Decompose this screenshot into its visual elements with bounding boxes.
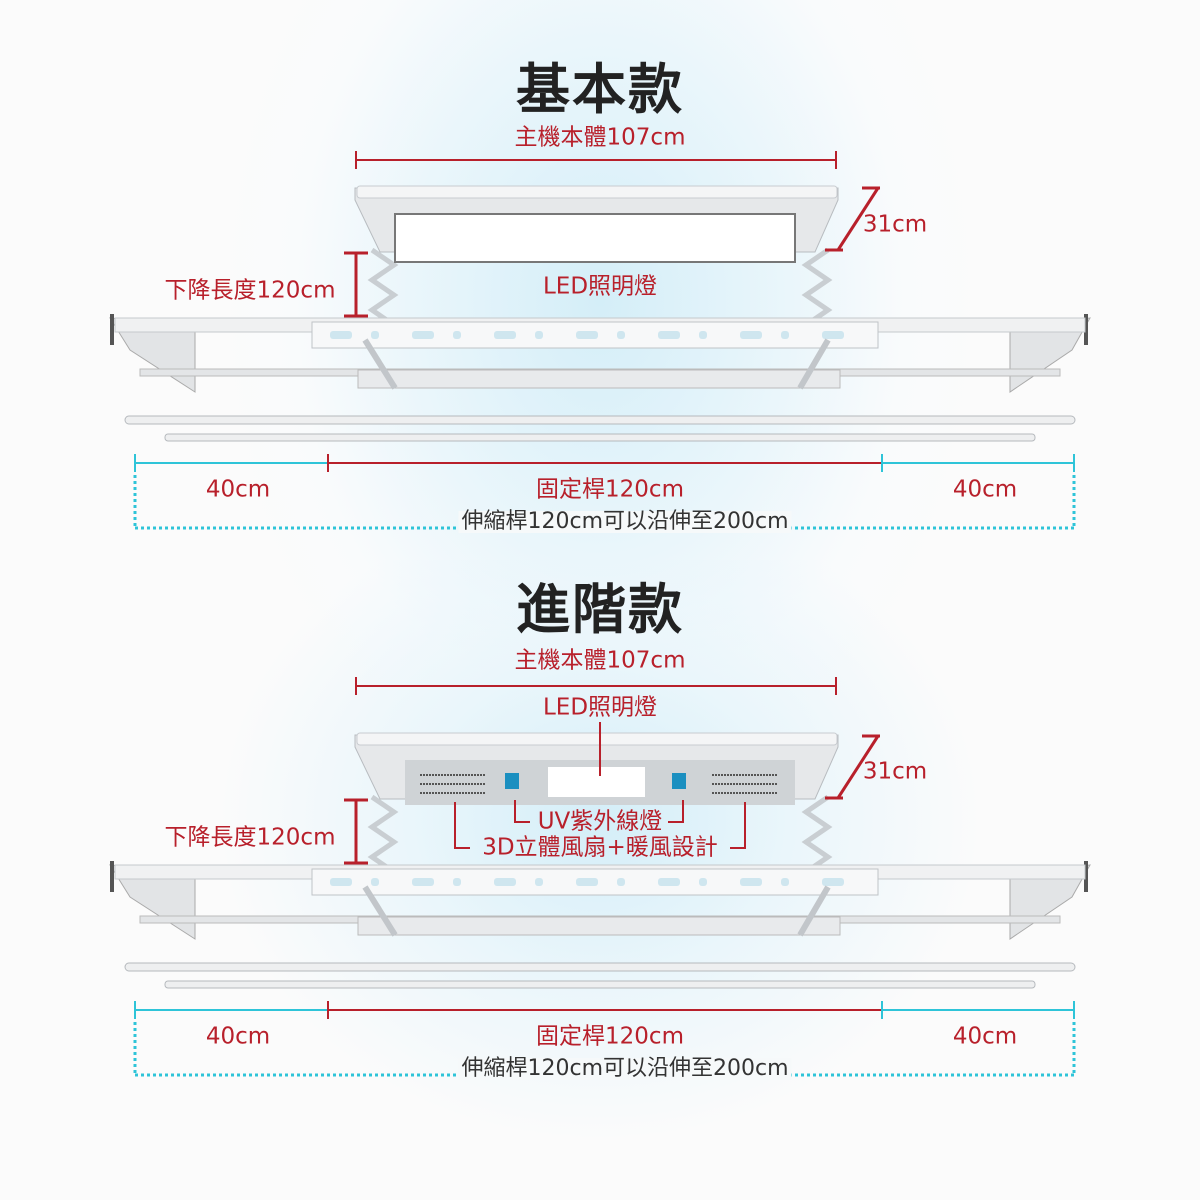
uv-lamp <box>672 773 686 789</box>
hanger-hole <box>740 878 762 886</box>
fan-heater-label: 3D立體風扇+暖風設計 <box>482 834 718 861</box>
left-extension-label: 40cm <box>205 476 271 503</box>
hanger-hole <box>330 878 352 886</box>
hanger-hole <box>576 331 598 339</box>
hanger-hole <box>453 331 461 339</box>
uv-callout <box>668 800 684 823</box>
led-label: LED照明燈 <box>542 694 658 721</box>
hanger-hole <box>576 878 598 886</box>
hanger-hole <box>412 878 434 886</box>
arm <box>362 338 398 390</box>
fan-callout <box>454 802 470 849</box>
uv-lamp <box>505 773 519 789</box>
uv-callout <box>514 800 530 823</box>
hanger-hole <box>740 331 762 339</box>
height-label: 31cm <box>862 758 928 785</box>
arm <box>362 885 398 937</box>
scissor-arm <box>367 247 399 328</box>
hanger-hole <box>494 331 516 339</box>
hanger-hole <box>617 331 625 339</box>
hanger-hole <box>781 331 789 339</box>
height-dimension <box>836 187 880 251</box>
height-dimension <box>836 735 880 799</box>
hanger-hole <box>822 331 844 339</box>
drop-length-label: 下降長度120cm <box>164 277 336 304</box>
led-panel <box>548 767 645 797</box>
main-unit-top <box>356 185 838 199</box>
right-extension-label: 40cm <box>952 1023 1018 1050</box>
left-extension-label: 40cm <box>205 1023 271 1050</box>
telescopic-rod <box>164 980 1036 989</box>
body-width-label: 主機本體107cm <box>514 647 686 674</box>
hanger-hole <box>781 878 789 886</box>
scissor-arm <box>801 247 833 328</box>
hanger-hole <box>412 331 434 339</box>
scissor-arm <box>367 794 399 875</box>
hanger-hole <box>371 878 379 886</box>
scissor-arm <box>801 794 833 875</box>
hanger-hole <box>535 331 543 339</box>
telescopic-rod-label: 伸縮桿120cm可以沿伸至200cm <box>458 511 792 533</box>
body-width-label: 主機本體107cm <box>514 124 686 151</box>
main-unit-top <box>356 732 838 746</box>
led-label: LED照明燈 <box>542 273 658 300</box>
arm <box>797 885 831 937</box>
telescopic-rod <box>124 962 1076 972</box>
hanger-hole <box>699 331 707 339</box>
hanger-hole <box>822 878 844 886</box>
telescopic-rod <box>164 433 1036 442</box>
advanced-title: 進階款 <box>516 578 684 641</box>
hanger-hole <box>535 878 543 886</box>
lower-bar <box>357 916 841 936</box>
uv-lamp-label: UV紫外線燈 <box>537 808 663 835</box>
height-label: 31cm <box>862 211 928 238</box>
hanger-hole <box>371 331 379 339</box>
hanger-hole <box>658 878 680 886</box>
hanger-hole <box>617 878 625 886</box>
telescopic-rod <box>124 415 1076 425</box>
basic-title: 基本款 <box>516 58 684 121</box>
fixed-rod-label: 固定桿120cm <box>536 1023 684 1050</box>
hanger-hole <box>494 878 516 886</box>
hanger-hole <box>330 331 352 339</box>
arm <box>797 338 831 390</box>
hanger-hole <box>658 331 680 339</box>
drop-length-label: 下降長度120cm <box>164 824 336 851</box>
lower-bar <box>357 369 841 389</box>
hanger-hole <box>453 878 461 886</box>
right-extension-label: 40cm <box>952 476 1018 503</box>
fixed-rod-label: 固定桿120cm <box>536 476 684 503</box>
led-panel <box>394 213 796 263</box>
hanger-hole <box>699 878 707 886</box>
fan-callout <box>730 802 746 849</box>
telescopic-rod-label: 伸縮桿120cm可以沿伸至200cm <box>458 1058 792 1080</box>
